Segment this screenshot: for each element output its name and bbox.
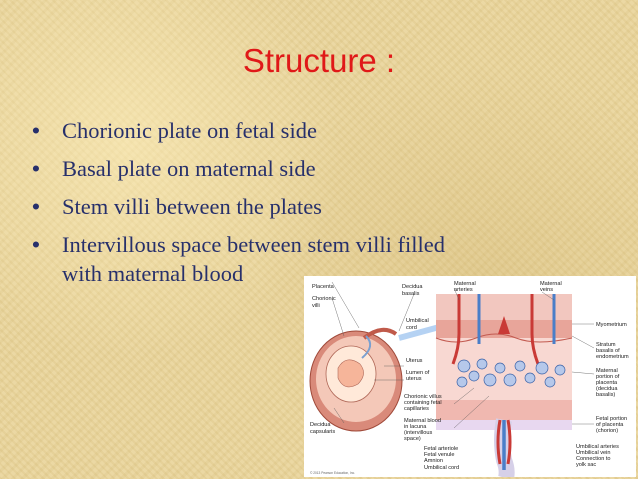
label-lumen-2: uterus (406, 376, 422, 382)
label-maternal-blood-4: space) (404, 436, 421, 442)
label-fetal-portion-3: (chorion) (596, 428, 618, 434)
bullet-text: with maternal blood (62, 261, 244, 286)
label-umbilical-vein: Umbilical vein (576, 450, 611, 456)
label-maternal-portion-4: (decidua (596, 386, 618, 392)
bullet-list: • Chorionic plate on fetal side • Basal pl… (30, 116, 610, 297)
bullet-text: Basal plate on maternal side (62, 156, 316, 181)
label-chorionic-villi: Chorionic (312, 296, 336, 302)
slide-title: Structure : (242, 42, 396, 79)
bullet-marker: • (32, 232, 40, 257)
label-maternal-blood: Maternal blood (404, 418, 441, 424)
label-stratum-2: basalis of (596, 348, 620, 354)
label-maternal-portion-5: basalis) (596, 392, 615, 398)
label-maternal-blood-2: in lacuna (404, 424, 427, 430)
bullet-item: • Intervillous space between stem villi f… (30, 230, 610, 259)
bullet-text: Stem villi between the plates (62, 194, 322, 219)
label-myometrium: Myometrium (596, 322, 627, 328)
bullet-marker: • (32, 118, 40, 143)
label-umbilical-cord-2: cord (406, 325, 417, 331)
copyright-text: © 2013 Pearson Education, Inc. (310, 471, 355, 475)
bullet-marker: • (32, 156, 40, 181)
label-decidua-basalis: Decidua (402, 284, 423, 290)
placenta-diagram: Placenta Chorionic villi Decidua basalis… (304, 276, 636, 477)
label-decidua-capsularis-2: capsularis (310, 429, 335, 435)
bullet-text: Intervillous space between stem villi fi… (62, 232, 446, 257)
label-fetal-arteriole: Fetal arteriole (424, 446, 458, 452)
bullet-continuation: with maternal blood (30, 259, 610, 288)
label-placenta: Placenta (312, 284, 335, 290)
label-chorionic-villus-2: containing fetal (404, 400, 442, 406)
label-umbilical-arteries: Umbilical arteries (576, 444, 619, 450)
label-maternal-arteries-2: arteries (454, 287, 473, 293)
leader-lines (331, 281, 595, 429)
label-maternal-veins: Maternal (540, 281, 562, 287)
bullet-text: Chorionic plate on fetal side (62, 118, 317, 143)
label-uterus: Uterus (406, 358, 423, 364)
bullet-marker: • (32, 194, 40, 219)
uterus-overview (309, 305, 510, 432)
label-fetal-portion-2: of placenta (596, 422, 624, 428)
label-maternal-arteries: Maternal (454, 281, 476, 287)
label-chorionic-villus: Chorionic villus (404, 394, 442, 400)
label-umbilical-cord: Umbilical (406, 318, 429, 324)
label-maternal-portion-3: placenta (596, 380, 618, 386)
label-fetal-portion: Fetal portion (596, 416, 627, 422)
placenta-diagram-svg: Placenta Chorionic villi Decidua basalis… (309, 281, 629, 477)
label-stratum-3: endometrium (596, 354, 629, 360)
placenta-section (435, 294, 573, 477)
label-chorionic-villi-2: villi (312, 303, 320, 309)
label-umbilical-cord-bottom: Umbilical cord (424, 465, 459, 471)
label-decidua-basalis-2: basalis (402, 291, 420, 297)
label-amnion: Amnion (424, 458, 443, 464)
label-maternal-portion-2: portion of (596, 374, 620, 380)
label-fetal-venule: Fetal venule (424, 452, 454, 458)
label-connection-2: yolk sac (576, 462, 596, 468)
label-maternal-veins-2: veins (540, 287, 553, 293)
label-maternal-portion: Maternal (596, 368, 618, 374)
label-chorionic-villus-3: capillaries (404, 406, 429, 412)
label-lumen: Lumen of (406, 370, 430, 376)
bullet-item: • Basal plate on maternal side (30, 154, 610, 183)
label-maternal-blood-3: (intervillous (404, 430, 432, 436)
label-stratum: Stratum (596, 342, 616, 348)
label-decidua-capsularis: Decidua (310, 422, 331, 428)
bullet-item: • Stem villi between the plates (30, 192, 610, 221)
label-connection: Connection to (576, 456, 611, 462)
bullet-item: • Chorionic plate on fetal side (30, 116, 610, 145)
